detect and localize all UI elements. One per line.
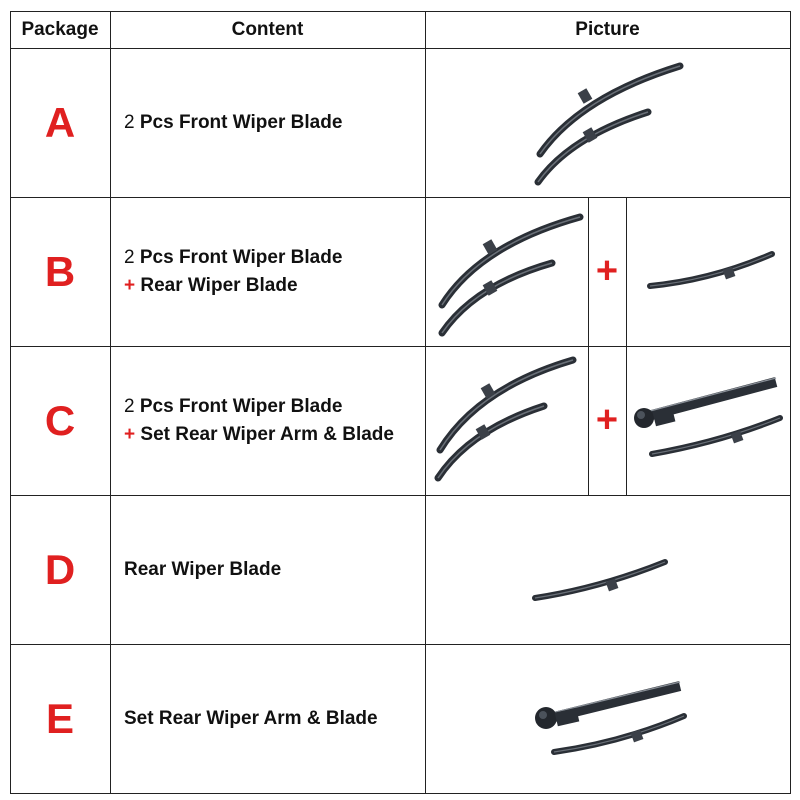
package-content: 2 Pcs Front Wiper Blade: [124, 48, 424, 197]
content-line: Set Rear Wiper Arm & Blade: [124, 705, 424, 733]
rear-wiper-blade-icon: [532, 559, 668, 601]
item-text: Pcs Front Wiper Blade: [139, 111, 343, 133]
content-line: Rear Wiper Blade: [124, 556, 424, 584]
table-border: [626, 197, 627, 495]
rear-wiper-blade-icon: [647, 251, 775, 289]
package-letter: C: [44, 396, 76, 444]
table-border: [10, 11, 791, 12]
front-wiper-pair-icon: [438, 213, 584, 337]
table-border: [10, 495, 791, 496]
item-text: Set Rear Wiper Arm & Blade: [140, 423, 394, 445]
plus-icon: +: [595, 399, 619, 441]
quantity: 2: [124, 111, 135, 133]
package-letter: B: [44, 247, 76, 295]
package-letter: E: [45, 694, 74, 742]
package-content: 2 Pcs Front Wiper Blade + Set Rear Wiper…: [124, 346, 424, 495]
table-border: [110, 11, 111, 794]
header-content: Content: [231, 19, 304, 40]
front-wiper-pair-icon: [534, 62, 684, 186]
table-border: [425, 11, 426, 794]
item-text: Rear Wiper Blade: [140, 274, 298, 296]
header-picture: Picture: [575, 19, 640, 40]
plus-icon: +: [595, 250, 619, 292]
table-border: [10, 346, 791, 347]
rear-arm-and-blade-icon: [535, 681, 687, 755]
content-line: 2 Pcs Front Wiper Blade: [124, 109, 424, 137]
package-letter: D: [44, 545, 76, 593]
table-border: [10, 197, 791, 198]
table-border: [588, 197, 589, 495]
header-package: Package: [21, 19, 99, 40]
item-text: Rear Wiper Blade: [124, 558, 282, 580]
package-content: Set Rear Wiper Arm & Blade: [124, 644, 424, 793]
quantity: 2: [124, 246, 135, 268]
table-border: [10, 793, 791, 794]
table-border: [10, 11, 11, 794]
content-line: 2 Pcs Front Wiper Blade: [124, 244, 424, 272]
table-border: [790, 11, 791, 794]
package-content: 2 Pcs Front Wiper Blade + Rear Wiper Bla…: [124, 197, 424, 346]
content-line: 2 Pcs Front Wiper Blade: [124, 393, 424, 421]
item-text: Pcs Front Wiper Blade: [139, 395, 343, 417]
table-border: [10, 48, 791, 49]
content-line: + Set Rear Wiper Arm & Blade: [124, 421, 424, 449]
front-wiper-pair-icon: [434, 356, 577, 482]
table-border: [10, 644, 791, 645]
quantity: 2: [124, 395, 135, 417]
item-text: Set Rear Wiper Arm & Blade: [124, 707, 378, 729]
content-line: + Rear Wiper Blade: [124, 272, 424, 300]
package-letter: A: [44, 98, 76, 146]
rear-arm-and-blade-icon: [634, 377, 783, 457]
package-content: Rear Wiper Blade: [124, 495, 424, 644]
plus-sign: +: [124, 274, 136, 296]
item-text: Pcs Front Wiper Blade: [139, 246, 343, 268]
plus-sign: +: [124, 423, 136, 445]
